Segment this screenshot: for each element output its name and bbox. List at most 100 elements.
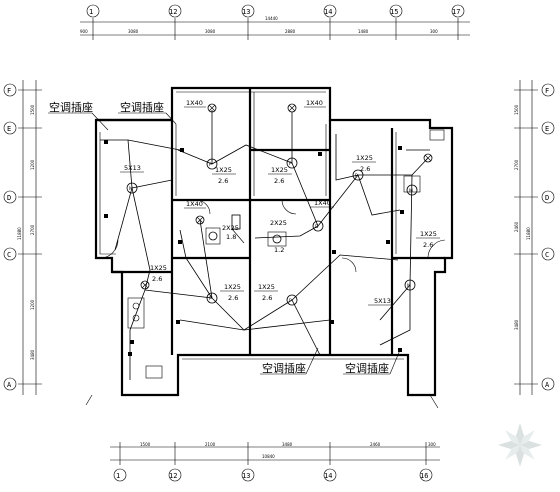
axis-right-F: F: [545, 87, 549, 95]
lamp-symbol: P: [286, 294, 298, 306]
rating-label: 2.6: [152, 275, 162, 283]
fan-symbol: M: [406, 184, 418, 196]
top-dim-5: 1480: [358, 29, 369, 34]
cable-label-1x25: 1X25: [356, 154, 373, 162]
axis-top-14: 14: [324, 8, 332, 16]
bottom-dim-1: 1500: [140, 442, 151, 447]
wall-inner-lines: [99, 91, 404, 360]
left-dimension-group: 11880 1500 1200 2700 1200 3480: [17, 80, 42, 395]
ac-socket-labels: 空调插座 空调插座 空调插座 空调插座: [48, 100, 401, 375]
ac-socket-label-top-left: 空调插座: [49, 100, 93, 114]
rating-label: 2.6: [218, 177, 228, 185]
top-dim-3: 3080: [205, 29, 216, 34]
cable-label-5x13: 5X13: [124, 164, 141, 172]
cable-label-1x25: 1X25: [150, 264, 167, 272]
rating-label: 1.8: [226, 233, 236, 241]
right-overall-dimension: 11880: [526, 227, 531, 240]
top-overall-dimension: 14440: [265, 16, 278, 21]
bottom-dim-2: 2100: [205, 442, 216, 447]
svg-text:P: P: [209, 296, 212, 302]
cabinet-icon: [429, 129, 445, 141]
ceiling-lamp-icon: [140, 280, 150, 290]
cable-label-2x25: 2X25: [270, 219, 287, 227]
distribution-panel: [231, 214, 241, 230]
svg-text:P: P: [289, 298, 292, 304]
left-dim-5: 3480: [30, 349, 35, 360]
ceiling-lamp-icon: [207, 103, 217, 113]
axis-bottom-13: 13: [242, 472, 250, 480]
left-overall-dimension: 11880: [17, 227, 22, 240]
bottom-dim-5: 300: [428, 442, 436, 447]
fan-symbol: M: [404, 279, 416, 291]
axis-left-D: D: [7, 194, 11, 202]
kitchen-stove: [127, 297, 145, 329]
lamp-symbol: P: [286, 157, 298, 169]
left-dim-4: 1200: [30, 299, 35, 310]
svg-text:M: M: [129, 186, 133, 192]
fan-symbol: M: [126, 182, 138, 194]
bottom-dimension-group: 1500 2100 3480 2460 300 10840: [110, 442, 440, 465]
bottom-overall-dimension: 10840: [262, 454, 275, 459]
svg-text:P: P: [289, 161, 292, 167]
bottom-axis-bubbles: 1 12 13 14 16: [113, 468, 433, 482]
cable-label-1x40: 1X40: [314, 199, 331, 207]
ceiling-lamp-icon: [195, 215, 205, 225]
top-dim-1: 900: [80, 29, 88, 34]
axis-bottom-12: 12: [169, 472, 177, 480]
rating-label: 2.6: [423, 241, 433, 249]
right-dim-2: 2700: [514, 159, 519, 170]
left-dim-1: 1500: [30, 104, 35, 115]
right-dim-4: 3480: [514, 319, 519, 330]
cable-label-1x25: 1X25: [420, 230, 437, 238]
axis-top-13: 13: [242, 8, 250, 16]
ac-socket-label-bottom-left: 空调插座: [262, 361, 306, 375]
lamp-symbol: P: [206, 292, 218, 304]
cable-label-1x25: 1X25: [271, 166, 288, 174]
rating-label: 1.2: [274, 246, 284, 254]
toilet-icon: [208, 231, 218, 241]
svg-text:M: M: [409, 188, 413, 194]
lamp-symbol: P: [352, 169, 364, 181]
axis-top-1: 1: [89, 8, 93, 16]
top-axis-bubbles: 1 12 13 14 15 17: [86, 4, 465, 18]
panel-symbol: D: [312, 220, 324, 232]
rating-label: 2.6: [262, 294, 272, 302]
ceiling-lamp-icon: [423, 153, 433, 163]
lamp-symbol: P: [206, 158, 218, 170]
top-dimension-group: 14440 900 3080 3080 2880 1480 300: [80, 16, 470, 40]
cable-label-2x25: 2X25: [222, 224, 239, 232]
axis-left-A: A: [7, 381, 12, 389]
cable-label-1x25: 1X25: [224, 283, 241, 291]
top-dim-4: 2880: [285, 29, 296, 34]
right-dimension-group: 11880 1500 2700 2460 3480: [514, 80, 538, 395]
axis-right-A: A: [545, 381, 550, 389]
bottom-dim-4: 2460: [370, 442, 381, 447]
axis-left-F: F: [7, 87, 11, 95]
cable-label-1x25: 1X25: [258, 283, 275, 291]
right-dim-3: 2460: [514, 221, 519, 232]
right-axis-bubbles: F E D C A: [541, 83, 555, 391]
cable-label-5x13: 5X13: [374, 297, 391, 305]
axis-right-D: D: [545, 194, 549, 202]
svg-text:M: M: [407, 283, 411, 289]
left-dim-3: 2700: [30, 224, 35, 235]
watermark-logo: [498, 423, 542, 467]
rating-label: 2.6: [360, 165, 370, 173]
cable-label-1x40: 1X40: [186, 200, 203, 208]
axis-right-C: C: [545, 251, 549, 259]
circuit-labels: 1X40 1X40 5X13 1X25 2.6 1X25 2.6 1X25 2.…: [120, 99, 440, 306]
bottom-dim-3: 3480: [282, 442, 293, 447]
axis-bottom-14: 14: [324, 472, 332, 480]
axis-top-15: 15: [390, 8, 398, 16]
sink-icon: [145, 365, 163, 379]
ac-socket-label-bottom-right: 空调插座: [345, 361, 389, 375]
cable-label-1x40: 1X40: [306, 99, 323, 107]
svg-text:D: D: [315, 224, 319, 230]
door-swings: [85, 199, 446, 409]
burner-icon: [132, 302, 140, 310]
cable-label-1x25: 1X25: [215, 166, 232, 174]
axis-bottom-1: 1: [116, 472, 120, 480]
axis-left-E: E: [7, 125, 11, 133]
axis-bottom-16: 16: [420, 472, 428, 480]
